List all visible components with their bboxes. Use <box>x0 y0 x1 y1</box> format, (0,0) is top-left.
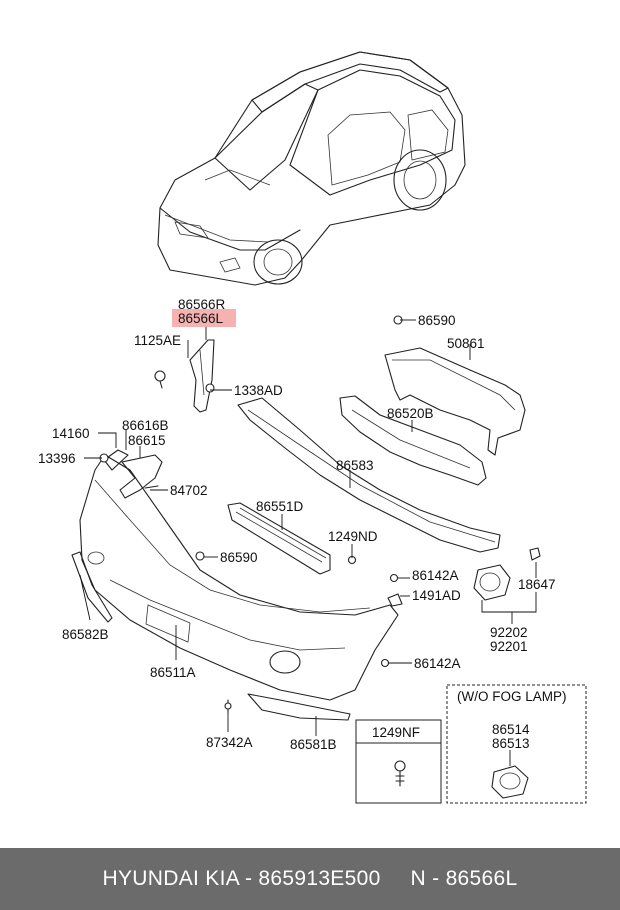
label-1249NF: 1249NF <box>372 725 420 740</box>
label-87342A: 87342A <box>206 735 253 750</box>
label-86566R: 86566R <box>178 297 226 312</box>
label-86520B: 86520B <box>387 406 434 421</box>
label-1338AD: 1338AD <box>234 383 283 398</box>
label-86514: 86514 <box>492 722 530 737</box>
label-92202: 92202 <box>490 625 528 640</box>
label-86511A: 86511A <box>150 665 196 680</box>
label-13396: 13396 <box>38 451 76 466</box>
label-wo-fog-lamp: (W/O FOG LAMP) <box>457 689 567 704</box>
part-labels: 86566R 86566L 1125AE 1338AD 86590 50861 … <box>38 297 567 752</box>
absorber-86520B <box>339 395 487 486</box>
grille-86551D <box>227 502 331 575</box>
label-1125AE: 1125AE <box>134 333 181 348</box>
beam-86583 <box>237 397 501 553</box>
absorber-50861 <box>384 315 526 456</box>
bracket-86566 <box>154 339 215 413</box>
vehicle-illustration <box>157 51 466 286</box>
label-86615: 86615 <box>128 433 166 448</box>
label-18647: 18647 <box>518 577 556 592</box>
label-84702: 84702 <box>170 483 208 498</box>
label-50861: 50861 <box>447 336 485 351</box>
label-86590-top: 86590 <box>418 313 456 328</box>
footer-oem-code: N - 86566L <box>410 867 518 890</box>
label-86583: 86583 <box>336 458 374 473</box>
label-86582B: 86582B <box>62 627 109 642</box>
inset-wo-fog-lamp <box>446 684 587 804</box>
bumper-cover-86511A <box>79 454 399 701</box>
label-86590-bottom: 86590 <box>220 550 258 565</box>
label-86513: 86513 <box>492 736 530 751</box>
footer-bar: HYUNDAI KIA - 865913E500 N - 86566L <box>0 848 620 910</box>
label-86616B: 86616B <box>122 418 169 433</box>
label-86551D: 86551D <box>256 499 304 514</box>
label-86142A-bottom: 86142A <box>414 656 461 671</box>
footer-part-number: HYUNDAI KIA - 865913E500 <box>102 867 381 890</box>
label-86566L: 86566L <box>178 311 224 326</box>
label-92201: 92201 <box>490 639 528 654</box>
label-14160: 14160 <box>52 426 90 441</box>
label-1491AD: 1491AD <box>412 588 461 603</box>
parts-diagram: 86566R 86566L 1125AE 1338AD 86590 50861 … <box>38 51 587 804</box>
label-1249ND: 1249ND <box>328 529 378 544</box>
inset-1249NF <box>355 719 442 804</box>
fog-lamp-92202 <box>473 547 541 601</box>
highlight-box <box>172 309 236 327</box>
leader-lines <box>79 319 537 736</box>
label-86581B: 86581B <box>290 737 337 752</box>
label-86142A-top: 86142A <box>412 568 459 583</box>
side-trim-parts <box>71 449 403 721</box>
